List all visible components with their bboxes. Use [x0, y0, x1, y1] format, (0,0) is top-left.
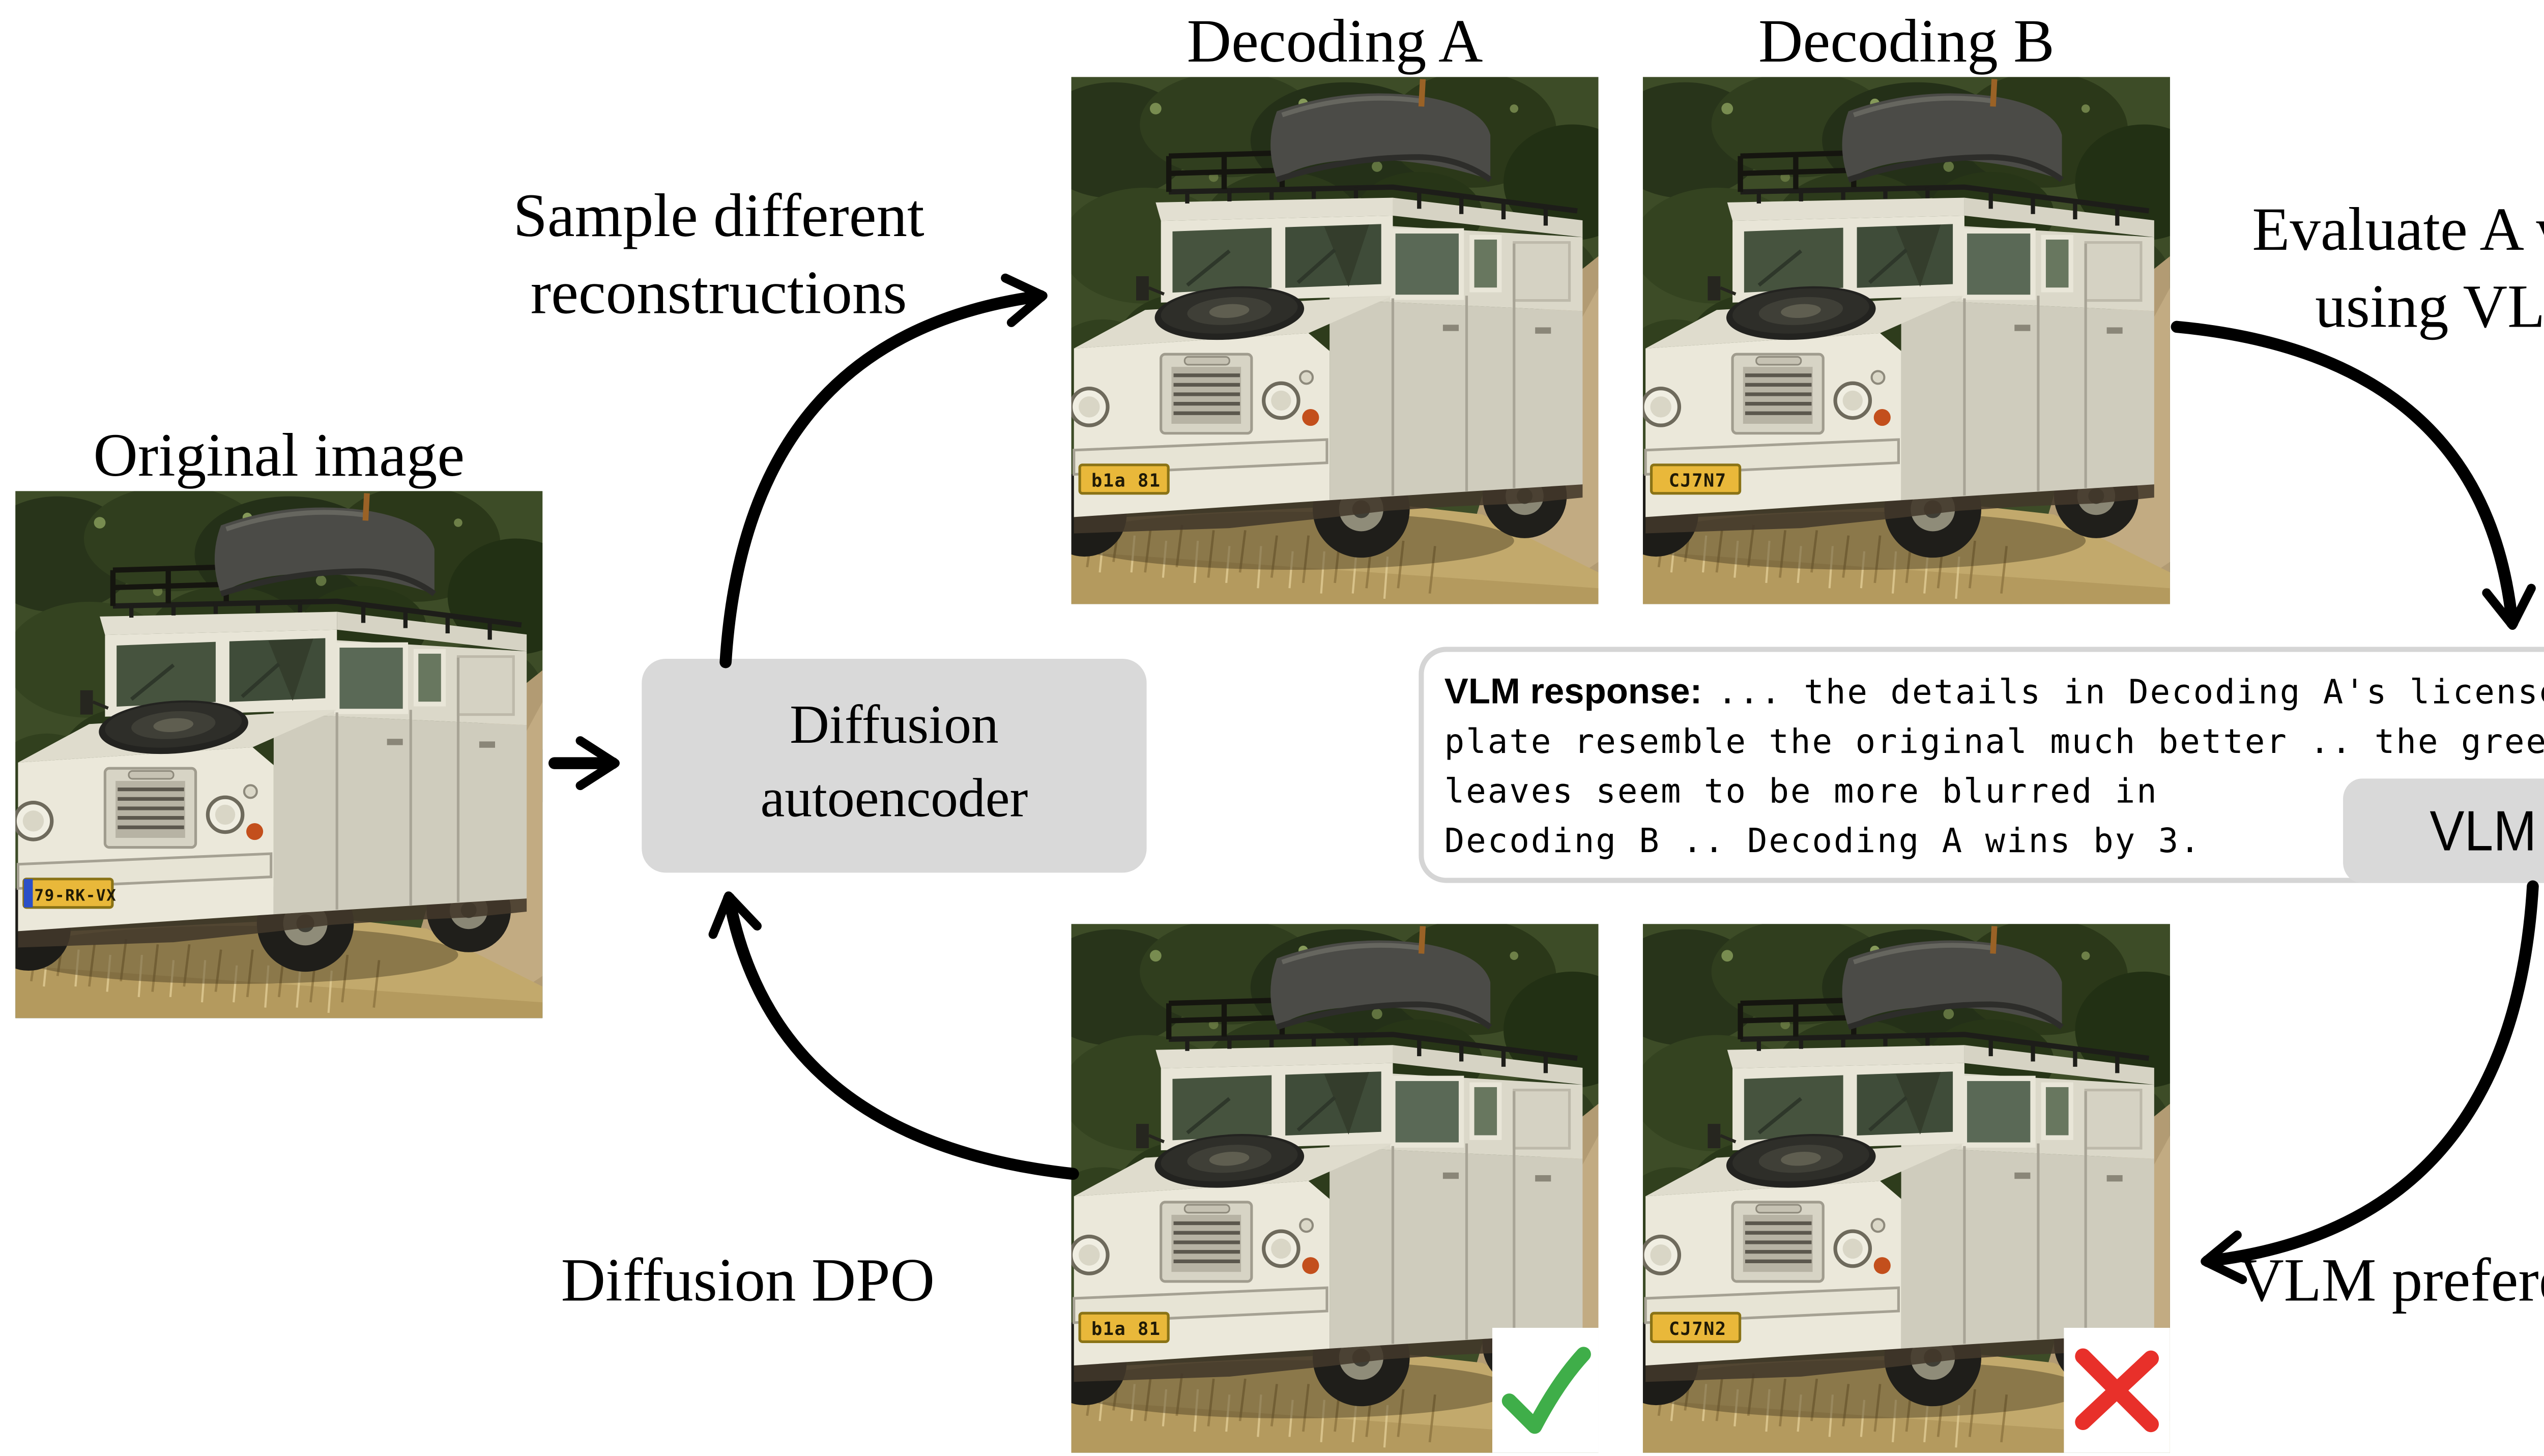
spare-tire: [1726, 1134, 1876, 1188]
decoding-a-chosen-image: b1a 81: [1071, 924, 1599, 1453]
vlm-response-line: Decoding B .. Decoding A wins by 3.: [1444, 821, 2202, 861]
truck-body: CJ7N2: [1642, 926, 2154, 1366]
original-image: 79-RK-VX: [15, 491, 543, 1018]
original-image-label: Original image: [93, 421, 465, 489]
truck-body: 79-RK-VX: [15, 493, 527, 931]
spare-tire: [1154, 1134, 1305, 1188]
vlm-preference-label: VLM preference: [2239, 1245, 2544, 1315]
decoding-a-image: b1a 81: [1071, 77, 1599, 604]
sample-reconstructions-label: Sample different reconstructions: [513, 181, 924, 327]
preferred-mark: [1492, 1328, 1599, 1453]
vlm-chip: VLM: [2343, 778, 2544, 883]
arrow-diffusion-dpo: [708, 891, 1079, 1180]
check-icon: [1501, 1347, 1591, 1434]
vlm-response-line: leaves seem to be more blurred in: [1444, 771, 2158, 811]
vlm-response-line: VLM response:... the details in Decoding…: [1444, 672, 2544, 712]
evaluate-label: Evaluate A vs. B using VLM: [2252, 195, 2544, 341]
arrow-sample-reconstructions: [719, 273, 1048, 668]
truck-body: CJ7N7: [1642, 79, 2154, 517]
spare-tire: [1726, 286, 1876, 340]
arrow-evaluate-vlm: [2171, 321, 2536, 630]
cross-icon: [2075, 1348, 2159, 1433]
diffusion-dpo-label: Diffusion DPO: [561, 1245, 935, 1315]
decoding-a-title: Decoding A: [1187, 7, 1483, 75]
license-plate: [1650, 463, 1742, 495]
arrow-vlm-preference: [2201, 880, 2539, 1285]
vlm-response-label: VLM response:: [1444, 672, 1702, 712]
svg-text:b1a 81: b1a 81: [1091, 470, 1161, 491]
truck-body: b1a 81: [1071, 926, 1583, 1366]
license-plate: [1078, 463, 1170, 495]
decoding-b-rejected-image: CJ7N2: [1642, 924, 2170, 1453]
decoding-b-image: CJ7N7: [1642, 77, 2170, 604]
rejected-mark: [2064, 1328, 2170, 1453]
svg-text:b1a 81: b1a 81: [1091, 1319, 1161, 1339]
spare-tire: [1154, 286, 1305, 340]
decoding-b-title: Decoding B: [1758, 7, 2055, 75]
vlm-response-box: VLM response:... the details in Decoding…: [1419, 647, 2544, 883]
vlm-response-line: plate resemble the original much better …: [1444, 722, 2544, 762]
spare-tire: [99, 700, 248, 754]
license-plate: [1650, 1312, 1742, 1343]
truck-body: b1a 81: [1071, 79, 1583, 517]
svg-text:CJ7N7: CJ7N7: [1669, 470, 1727, 491]
svg-text:CJ7N2: CJ7N2: [1669, 1319, 1727, 1339]
svg-text:79-RK-VX: 79-RK-VX: [34, 886, 117, 905]
diffusion-autoencoder-box: Diffusion autoencoder: [642, 658, 1147, 873]
license-plate: [1078, 1312, 1170, 1343]
